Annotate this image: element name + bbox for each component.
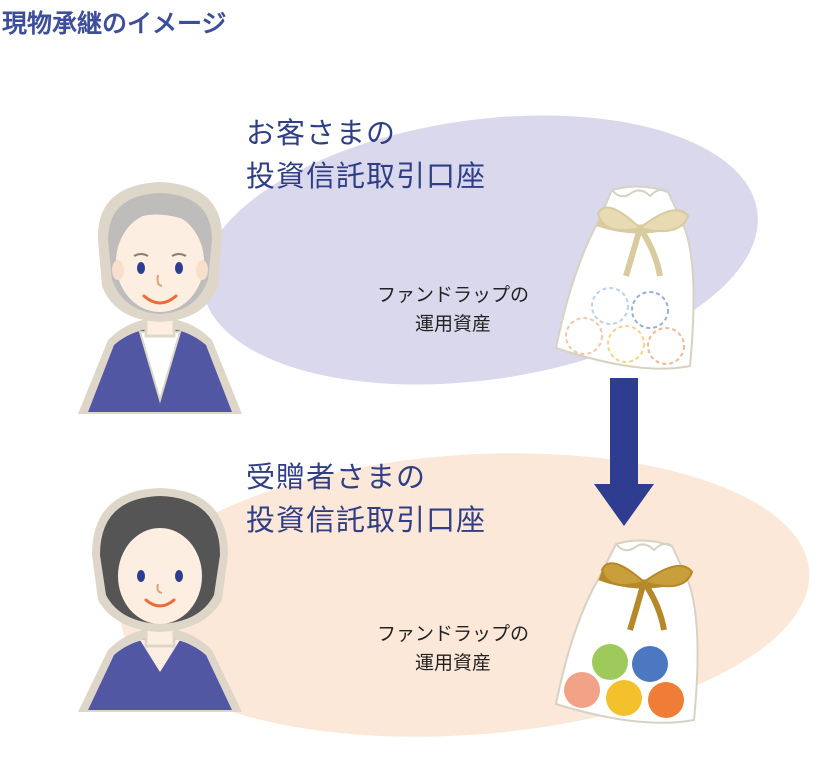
recipient-asset-label: ファンドラップの 運用資産 (338, 620, 568, 678)
recipient-asset-line1: ファンドラップの (376, 623, 529, 645)
client-account-line1: お客さまの (246, 116, 397, 150)
gift-bag-icon (554, 539, 699, 724)
recipient-account-label: 受贈者さまの 投資信託取引口座 (246, 456, 486, 542)
younger-person-icon (78, 488, 242, 712)
recipient-account-line1: 受贈者さまの (246, 460, 427, 494)
page-title: 現物承継のイメージ (2, 9, 227, 38)
client-asset-label: ファンドラップの 運用資産 (338, 281, 568, 339)
client-asset-line1: ファンドラップの (376, 284, 529, 306)
recipient-account-line2: 投資信託取引口座 (246, 503, 487, 537)
recipient-asset-line2: 運用資産 (414, 652, 491, 674)
client-account-label: お客さまの 投資信託取引口座 (246, 112, 486, 198)
client-account-line2: 投資信託取引口座 (246, 159, 487, 193)
client-asset-line2: 運用資産 (414, 313, 491, 335)
gift-bag-icon (554, 185, 695, 370)
down-arrow-icon (594, 378, 654, 526)
elderly-person-icon (78, 182, 242, 414)
